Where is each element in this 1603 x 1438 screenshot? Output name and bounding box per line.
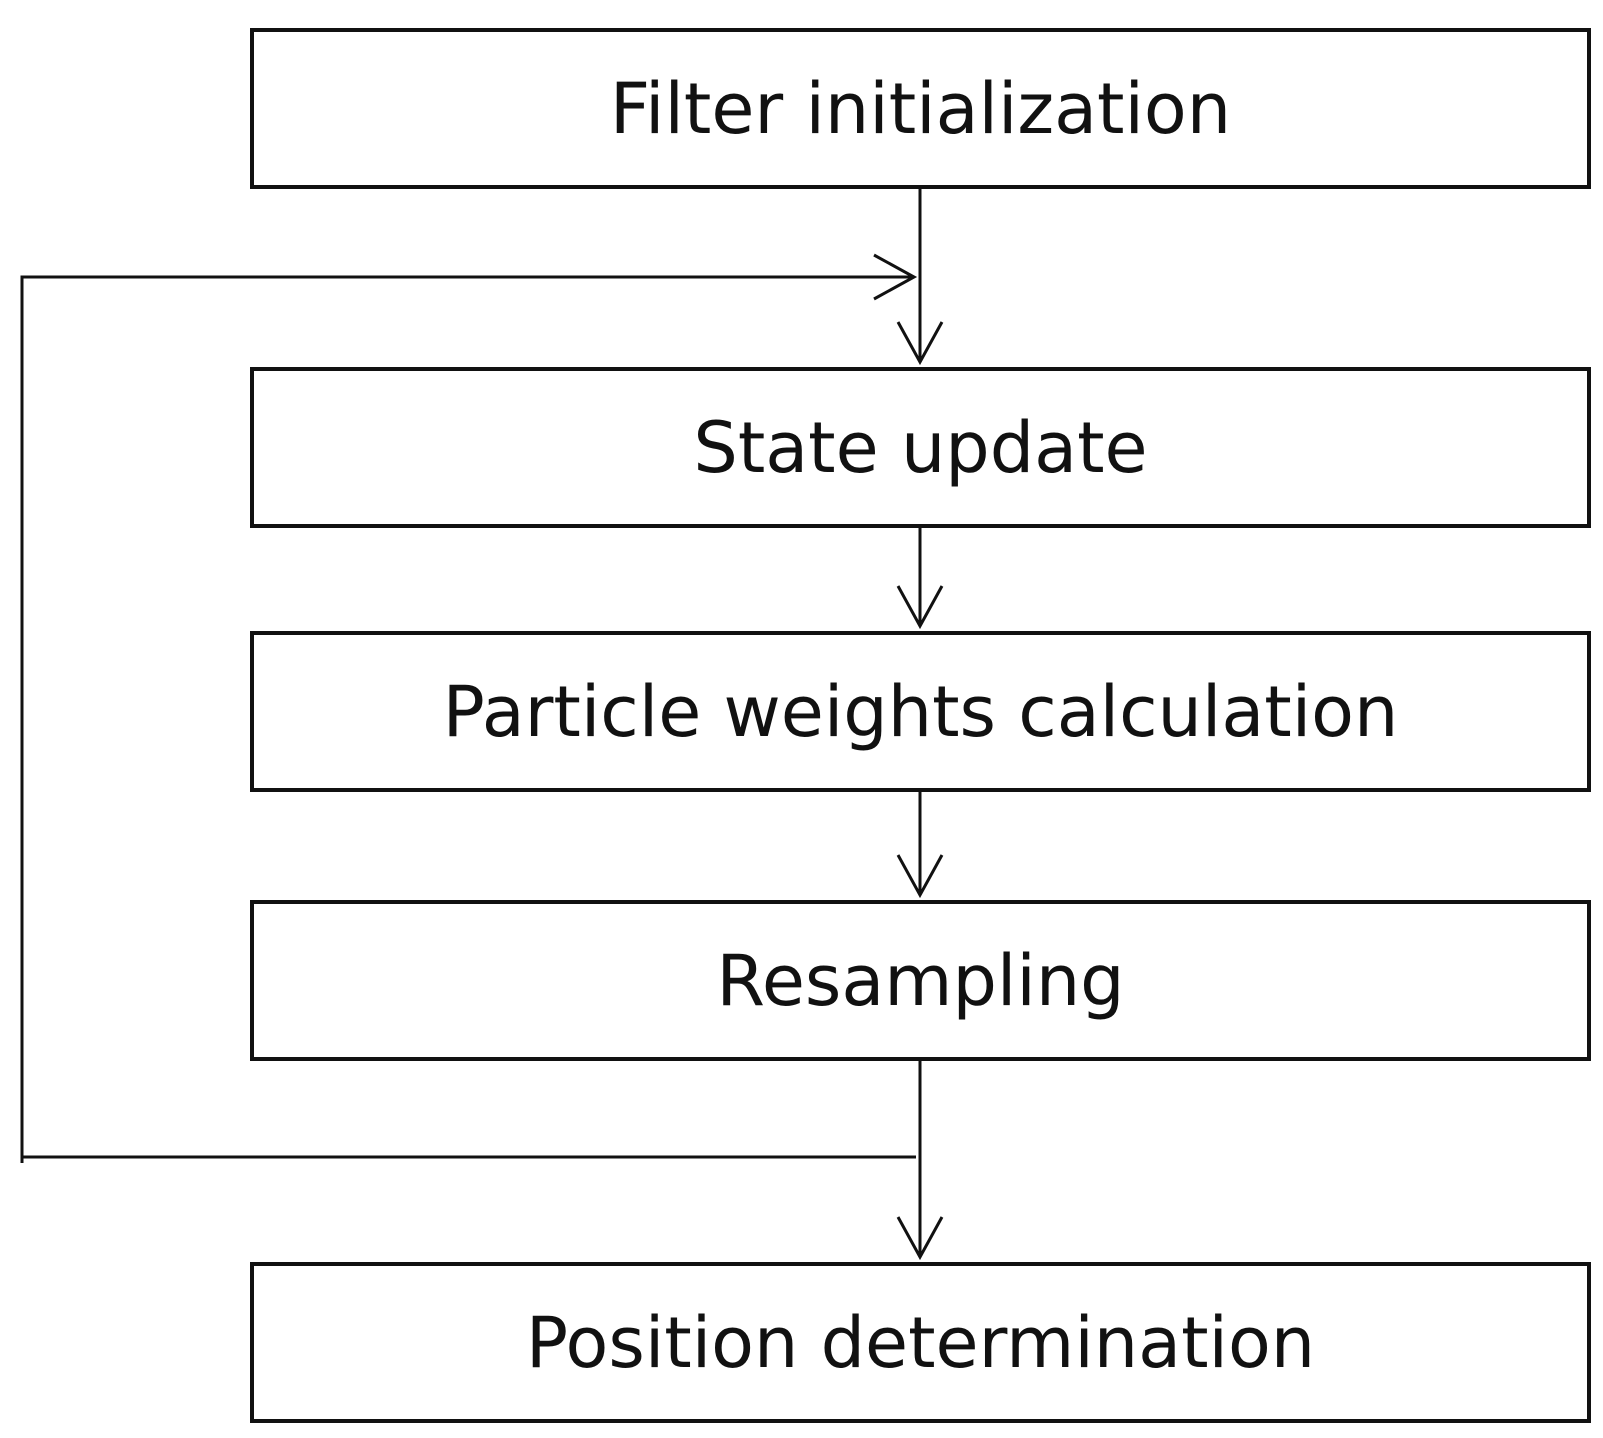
step-label: Particle weights calculation [442, 670, 1399, 753]
arrow-weights-to-resampling-head [896, 854, 944, 899]
step-state-update: State update [250, 367, 1591, 528]
arrow-init-to-update-head [896, 321, 944, 366]
feedback-loop-line [20, 275, 916, 1159]
feedback-loop-arrowhead [873, 253, 918, 301]
step-position-determination: Position determination [250, 1262, 1591, 1423]
step-filter-initialization: Filter initialization [250, 28, 1591, 189]
step-label: Resampling [716, 939, 1125, 1022]
step-label: State update [693, 406, 1148, 489]
step-label: Filter initialization [609, 67, 1232, 150]
arrow-update-to-weights-head [896, 585, 944, 630]
step-label: Position determination [525, 1301, 1316, 1384]
arrow-resampling-to-position-head [896, 1216, 944, 1261]
step-particle-weights-calculation: Particle weights calculation [250, 631, 1591, 792]
step-resampling: Resampling [250, 900, 1591, 1061]
